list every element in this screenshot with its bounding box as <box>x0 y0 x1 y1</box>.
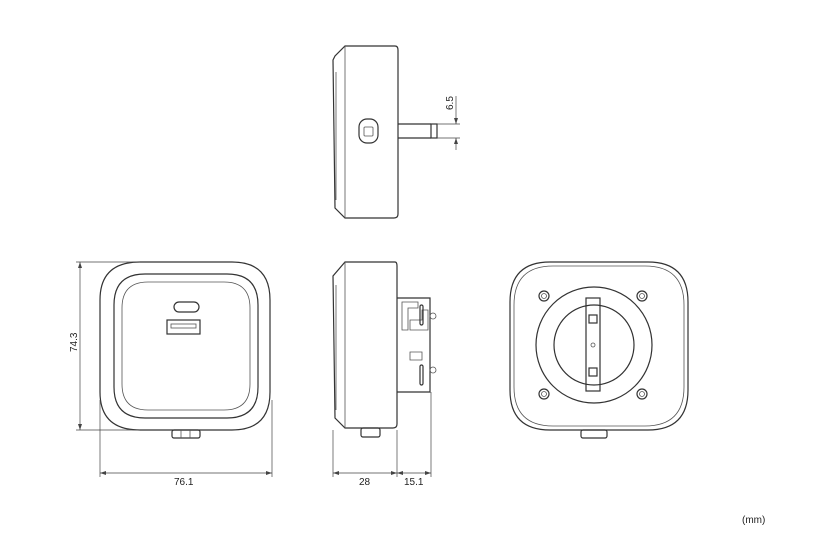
top-side-view: 6.5 <box>332 45 460 219</box>
bottom-button-icon <box>171 429 201 439</box>
front-view: 74.3 76.1 <box>69 261 273 488</box>
back-view <box>509 261 689 439</box>
screw-hole-icons <box>538 290 648 400</box>
unit-label: (mm) <box>742 515 765 526</box>
mounting-bracket <box>585 297 601 392</box>
usb-a-port-icon <box>166 319 201 335</box>
usb-c-port-icon <box>173 301 200 313</box>
lock-icon <box>358 118 379 144</box>
width-dimension: 76.1 <box>174 477 194 488</box>
shaft-dimension: 6.5 <box>445 96 456 110</box>
bracket-depth-dimension: 15.1 <box>404 477 424 488</box>
side-view: 28 15.1 <box>332 261 437 488</box>
depth-dimension: 28 <box>359 477 371 488</box>
height-dimension: 74.3 <box>69 332 80 352</box>
